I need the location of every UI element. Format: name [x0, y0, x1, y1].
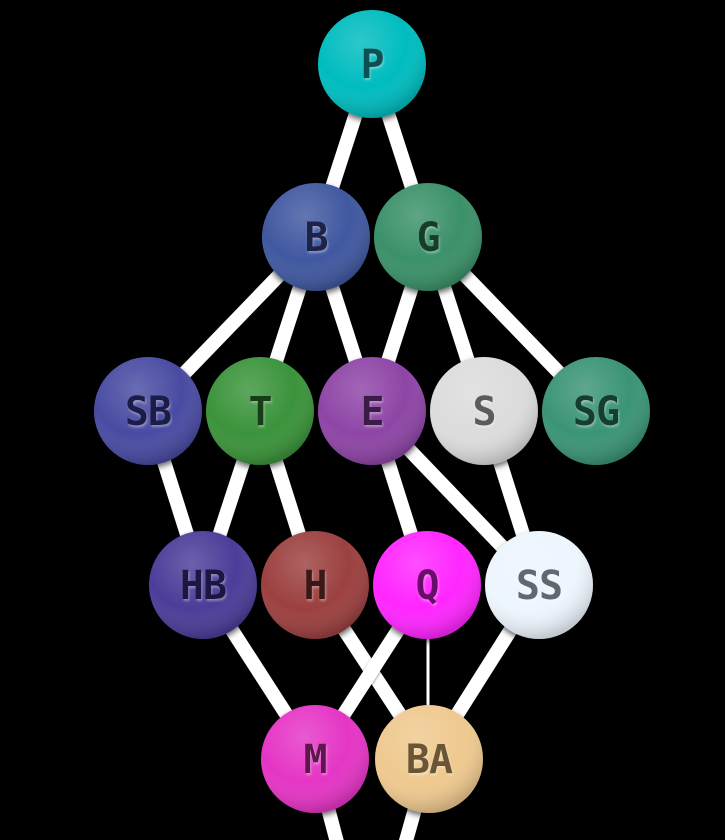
node-label: HB [180, 563, 226, 609]
node-e: E [318, 357, 426, 465]
node-shading [373, 531, 481, 639]
node-label: B [304, 215, 327, 261]
node-m: M [261, 705, 369, 813]
node-label: T [248, 389, 271, 435]
node-h: H [261, 531, 369, 639]
node-label: Q [415, 563, 438, 609]
nodes-layer: P B G SB T E S SG HB H Q SS M BA [94, 10, 650, 813]
node-shading [430, 357, 538, 465]
node-shading [374, 183, 482, 291]
node-ss: SS [485, 531, 593, 639]
node-sg: SG [542, 357, 650, 465]
node-shading [318, 357, 426, 465]
node-shading [261, 531, 369, 639]
node-label: H [303, 563, 326, 609]
node-b: B [262, 183, 370, 291]
node-shading [542, 357, 650, 465]
node-label: G [416, 215, 439, 261]
node-t: T [206, 357, 314, 465]
node-s: S [430, 357, 538, 465]
node-shading [262, 183, 370, 291]
node-sb: SB [94, 357, 202, 465]
node-label: M [303, 737, 326, 783]
node-ba: BA [375, 705, 483, 813]
node-label: SB [125, 389, 171, 435]
node-shading [261, 705, 369, 813]
node-shading [318, 10, 426, 118]
node-g: G [374, 183, 482, 291]
node-label: BA [406, 737, 453, 783]
node-q: Q [373, 531, 481, 639]
node-p: P [318, 10, 426, 118]
node-label: S [472, 389, 495, 435]
node-shading [206, 357, 314, 465]
node-label: SS [516, 563, 562, 609]
node-label: P [360, 42, 383, 88]
node-label: SG [573, 389, 619, 435]
node-shading [149, 531, 257, 639]
node-shading [375, 705, 483, 813]
node-label: E [360, 389, 383, 435]
node-shading [94, 357, 202, 465]
node-hb: HB [149, 531, 257, 639]
node-shading [485, 531, 593, 639]
